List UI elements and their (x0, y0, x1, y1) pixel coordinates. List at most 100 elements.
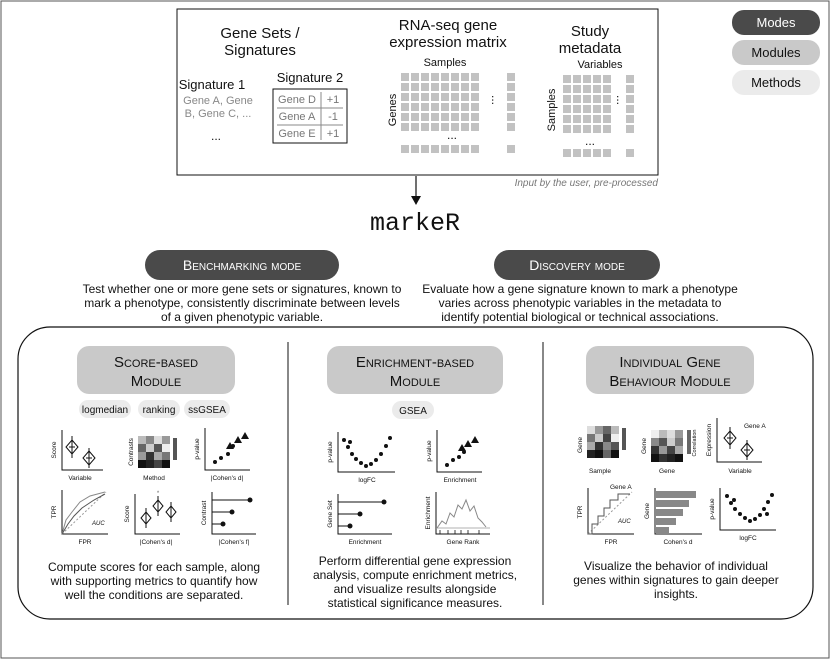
plot-xlabel: Sample (589, 468, 611, 475)
modules-container (17, 326, 814, 620)
score-module-title-line2: Module (131, 373, 181, 390)
matrix-cell (411, 73, 419, 81)
individual-module-pill (586, 346, 754, 394)
plot-xlabel: |Cohen's d| (211, 475, 244, 482)
input-caption: Input by the user, pre-processed (515, 178, 659, 189)
matrix-cell (603, 149, 611, 157)
matrix-cell (507, 113, 515, 121)
matrix-cell (507, 123, 515, 131)
plot-xlabel: FPR (79, 539, 92, 546)
matrix-cell (441, 73, 449, 81)
correlation-scale-label: Correlation (692, 430, 698, 457)
legend-modules-pill (732, 40, 820, 65)
metadata-row-ellipsis: ... (585, 134, 595, 148)
matrix-cell (421, 103, 429, 111)
matrix-cell (593, 115, 601, 123)
running-enrichment-plot: Enrichment Gene Rank (425, 492, 490, 546)
benchmarking-desc-line2: mark a phenotype, consistently discrimin… (84, 296, 400, 310)
benchmarking-desc-line1: Test whether one or more gene sets or si… (83, 282, 402, 296)
matrix-cell (461, 123, 469, 131)
signature2-gene: Gene D (278, 94, 316, 106)
signature-ellipsis: ... (211, 129, 221, 143)
legend-methods-label: Methods (751, 75, 801, 90)
matrix-cell (441, 145, 449, 153)
matrix-cell (593, 149, 601, 157)
matrix-cell (471, 83, 479, 91)
metadata-matrix-cells (563, 75, 634, 157)
rnaseq-col-ellipsis: ... (489, 95, 503, 105)
rnaseq-title-line1: RNA-seq gene (399, 17, 497, 34)
module-enrichment-based: Enrichment-based Module GSEA p-value log… (313, 346, 517, 610)
matrix-cell (563, 85, 571, 93)
plot-ylabel: TPR (51, 505, 58, 518)
rnaseq-cols-label: Samples (424, 57, 467, 69)
matrix-cell (583, 105, 591, 113)
plot-xlabel: logFC (739, 535, 757, 542)
matrix-cell (583, 75, 591, 83)
plot-ylabel: Expression (706, 424, 713, 457)
matrix-cell (603, 85, 611, 93)
matrix-cell (593, 85, 601, 93)
individual-module-desc-line3: insights. (654, 587, 698, 601)
plot-xlabel: FPR (605, 539, 618, 546)
plot-ylabel: Score (124, 505, 131, 522)
auc-label: AUC (617, 519, 631, 525)
matrix-cell (563, 125, 571, 133)
matrix-cell (431, 103, 439, 111)
gene-a-label: Gene A (610, 484, 632, 491)
plot-xlabel: Method (143, 475, 165, 482)
matrix-cell (411, 103, 419, 111)
matrix-cell (593, 125, 601, 133)
score-module-desc-line1: Compute scores for each sample, along (48, 560, 260, 574)
matrix-cell (626, 85, 634, 93)
expression-variable-plot: Expression Variable Gene A (706, 418, 766, 475)
method-ranking: ranking (143, 405, 176, 416)
gene-cohen-bar-plot: Gene Cohen's d (644, 488, 702, 546)
metadata-cols-label: Variables (577, 59, 623, 71)
matrix-cell (441, 113, 449, 121)
signature1-genes-line1: Gene A, Gene (183, 95, 253, 107)
signature2-gene: Gene E (278, 128, 315, 140)
matrix-cell (401, 103, 409, 111)
matrix-cell (507, 73, 515, 81)
plot-ylabel: Gene (641, 438, 648, 454)
pvalue-enrichment-plot: p-value Enrichment (426, 430, 482, 484)
score-cohen-plot: Score |Cohen's d| * (124, 491, 180, 546)
matrix-cell (461, 113, 469, 121)
gene-volcano-plot: p-value logFC (709, 488, 776, 542)
plot-xlabel: |Cohen's d| (140, 539, 173, 546)
plot-ylabel: p-value (327, 441, 334, 463)
plot-ylabel: p-value (194, 438, 201, 460)
matrix-cell (573, 85, 581, 93)
individual-module-desc-line1: Visualize the behavior of individual (584, 559, 768, 573)
legend-modes-label: Modes (756, 15, 796, 30)
mode-benchmarking: Benchmarking mode Test whether one or mo… (83, 250, 402, 324)
matrix-cell (451, 145, 459, 153)
matrix-cell (401, 145, 409, 153)
legend-modules-label: Modules (751, 45, 801, 60)
matrix-cell (563, 115, 571, 123)
enrichment-module-desc-line1: Perform differential gene expression (319, 554, 512, 568)
matrix-cell (461, 93, 469, 101)
matrix-cell (593, 95, 601, 103)
matrix-cell (451, 103, 459, 111)
matrix-cell (471, 93, 479, 101)
contrast-cohen-f-plot: Contrast |Cohen's f| (201, 492, 256, 546)
matrix-cell (401, 113, 409, 121)
matrix-cell (583, 125, 591, 133)
geneset-enrichment-plot: Gene Set Enrichment (327, 494, 392, 546)
matrix-cell (507, 145, 515, 153)
matrix-cell (431, 145, 439, 153)
matrix-cell (583, 115, 591, 123)
svg-text:*: * (157, 491, 160, 497)
score-module-pill (77, 346, 235, 394)
matrix-cell (563, 75, 571, 83)
matrix-cell (461, 145, 469, 153)
matrix-cell (593, 105, 601, 113)
input-panel: Gene Sets / Signatures Signature 1 Gene … (176, 8, 659, 176)
signature2-table: Gene D +1 Gene A -1 Gene E +1 (272, 88, 348, 144)
discovery-desc-line1: Evaluate how a gene signature known to m… (422, 282, 738, 296)
matrix-cell (603, 115, 611, 123)
matrix-cell (451, 123, 459, 131)
matrix-cell (431, 93, 439, 101)
